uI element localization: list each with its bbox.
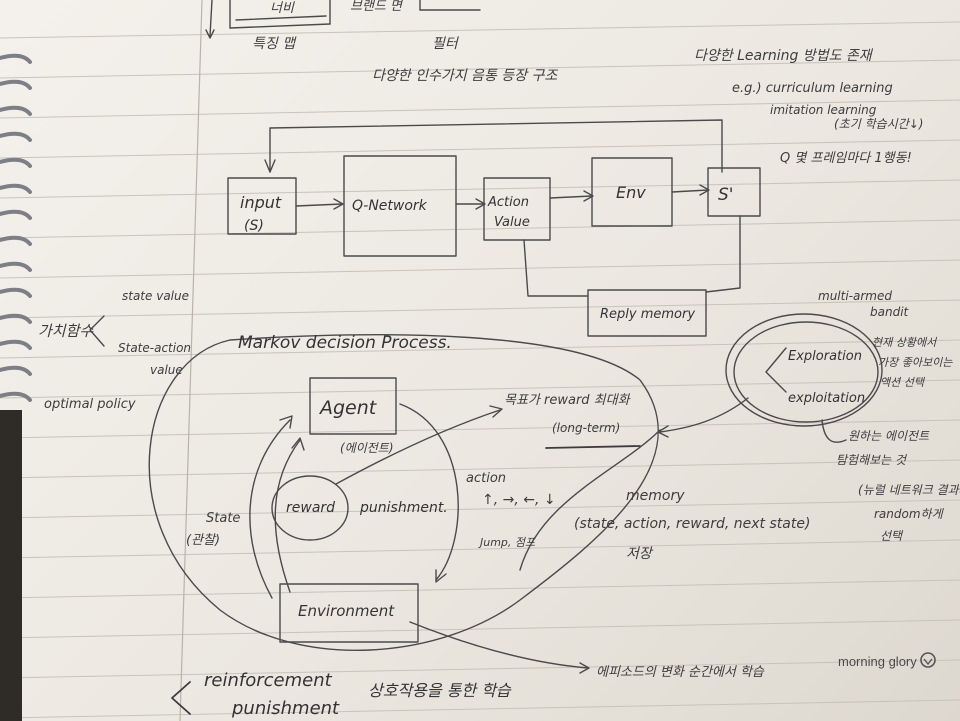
mdp-diagram xyxy=(148,334,661,674)
bandit-note-2: 가장 좋아보이는 xyxy=(878,356,953,369)
state-action-note-2: value xyxy=(150,363,183,377)
bottom-episode-note: 에피소드의 변화 순간에서 학습 xyxy=(596,665,765,680)
desk-edge xyxy=(0,410,22,721)
interaction-label: 상호작용을 통한 학습 xyxy=(368,681,512,700)
brand-logo-icon xyxy=(920,652,936,668)
bandit-note-5: 탐험해보는 것 xyxy=(836,453,908,467)
memory-tuple: (state, action, reward, next state) xyxy=(574,516,810,532)
input-label: input xyxy=(240,193,282,212)
optimal-policy-note: optimal policy xyxy=(44,397,136,412)
punishment-label: punishment. xyxy=(359,500,448,516)
exploitation-label: exploitation xyxy=(788,391,865,406)
state-action-note: State-action xyxy=(118,341,191,355)
qnetwork-label: Q-Network xyxy=(352,198,428,214)
jump-label: Jump, 점프 xyxy=(478,536,536,549)
note-right-4: (초기 학습시간↓) xyxy=(834,117,923,131)
action-label: action xyxy=(466,471,506,486)
agent-label: Agent xyxy=(318,397,378,419)
bandit-title: multi-armed xyxy=(818,289,892,303)
goal-text: 목표가 reward 최대화 xyxy=(504,393,631,408)
action-arrows: ↑, →, ←, ↓ xyxy=(482,492,556,508)
bandit-diagram xyxy=(657,313,883,443)
action-value-2: Value xyxy=(494,215,530,230)
exploration-label: Exploration xyxy=(788,349,862,364)
left-bracket xyxy=(89,315,105,347)
state-value-note: state value xyxy=(122,289,189,303)
top-sketch xyxy=(205,0,481,39)
reinforcement-label: reinforcement xyxy=(204,670,333,691)
action-value-1: Action xyxy=(487,195,529,210)
note-right-2: e.g.) curriculum learning xyxy=(732,81,893,96)
state-sub: (관찰) xyxy=(186,533,220,548)
mdp-title: Markov decision Process. xyxy=(238,333,452,353)
input-sub: (S) xyxy=(244,218,264,234)
reward-label: reward xyxy=(286,500,335,516)
bandit-note-8: 선택 xyxy=(880,529,904,543)
bandit-note-6: (뉴럴 네트워크 결과와 xyxy=(858,483,960,497)
top-filter-label: 필터 xyxy=(432,36,460,52)
note-right-3: imitation learning xyxy=(770,103,877,117)
bandit-note-7: random하게 xyxy=(874,507,945,521)
note-structure: 다양한 인수가지 음통 등장 구조 xyxy=(372,68,558,84)
bandit-note-3: 액션 선택 xyxy=(880,376,926,389)
brand-label: morning glory xyxy=(838,654,917,669)
memory-label: memory xyxy=(626,488,685,504)
next-state-label: S' xyxy=(718,185,733,205)
bottom-bracket xyxy=(171,681,191,715)
state-label: State xyxy=(206,511,240,526)
bandit-note-1: 현재 상황에서 xyxy=(872,336,938,349)
dqn-diagram xyxy=(227,119,761,337)
replay-memory-label: Reply memory xyxy=(600,307,695,322)
ruled-lines xyxy=(0,21,960,719)
value-function-note: 가치함수 xyxy=(38,322,94,340)
note-right-5: Q 몇 프레임마다 1행동! xyxy=(780,151,912,166)
top-brand-label: 브랜드 면 xyxy=(350,0,404,14)
env-label: Env xyxy=(616,183,646,202)
note-right-1: 다양한 Learning 방법도 존재 xyxy=(694,48,874,64)
top-width-label: 너비 xyxy=(270,1,295,16)
environment-label: Environment xyxy=(298,602,395,620)
bandit-title-2: bandit xyxy=(870,305,910,319)
bandit-note-4: 원하는 에이전트 xyxy=(848,429,930,443)
top-map-label: 특징 맵 xyxy=(252,36,297,52)
bottom-punishment-label: punishment xyxy=(231,698,340,719)
agent-sub: (에이전트) xyxy=(340,441,394,455)
store-label: 저장 xyxy=(626,546,654,562)
goal-sub: (long-term) xyxy=(552,421,620,435)
spiral-binding xyxy=(0,53,32,402)
